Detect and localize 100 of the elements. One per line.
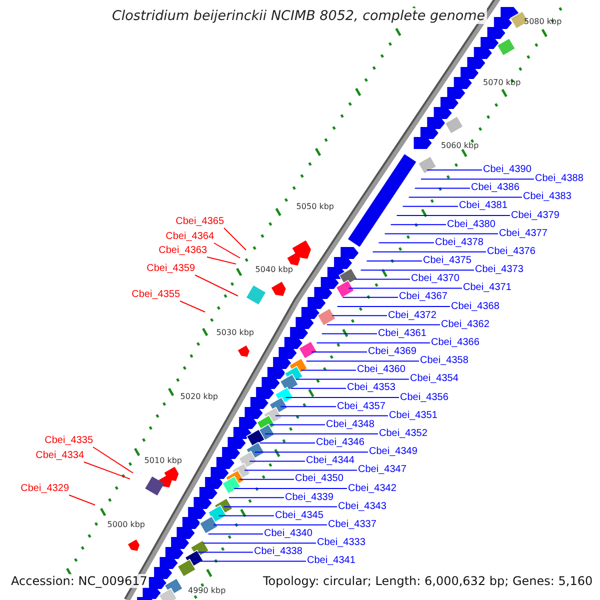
leader-line [300, 370, 356, 371]
leader-line [360, 270, 474, 271]
gene-label: Cbei_4359 [146, 263, 195, 275]
gene-label: Cbei_4377 [499, 228, 548, 240]
gene-label: Cbei_4342 [348, 482, 396, 494]
gene-label: Cbei_4329 [20, 483, 69, 495]
scale-label: 5050 kbp [296, 202, 334, 211]
leader-line [296, 378, 410, 380]
gene-label: Cbei_4335 [44, 435, 93, 447]
gene-label: Cbei_4353 [347, 382, 396, 394]
leader-line [238, 478, 294, 480]
gene-label: Cbei_4365 [176, 216, 224, 228]
gene-label: Cbei_4333 [317, 537, 366, 550]
gene-label: Cbei_4371 [463, 282, 512, 294]
leader-line [92, 446, 134, 474]
gene-label: Cbei_4379 [511, 210, 560, 222]
leader-line [414, 188, 470, 189]
gene-label: Cbei_4349 [369, 446, 418, 458]
leader-line [223, 506, 338, 508]
leader-line [218, 515, 274, 516]
leader-line [192, 560, 306, 562]
leader-line [321, 333, 378, 334]
leader-line [316, 342, 430, 344]
gene-label: Cbei_4390 [483, 164, 532, 176]
gene-label: Cbei_4348 [326, 418, 374, 431]
gene-label: Cbei_4339 [285, 492, 334, 504]
leader-line [285, 397, 400, 398]
leader-line [348, 288, 462, 289]
leader-line [408, 196, 522, 198]
scale-label: 5060 kbp [441, 141, 479, 150]
leader-line [213, 524, 328, 526]
gene-label: Cbei_4368 [451, 300, 500, 312]
gene-label: Cbei_4343 [338, 500, 386, 513]
scale-label: 5000 kbp [107, 520, 145, 529]
gene-label: Cbei_4356 [400, 392, 448, 404]
leader-line [228, 497, 284, 498]
gene-label: Cbei_4358 [420, 355, 468, 368]
leader-line [290, 388, 346, 389]
leader-line [354, 278, 410, 280]
scale-label: 4990 kbp [188, 586, 226, 595]
leader-line [206, 256, 236, 264]
footer-text: Topology: circular; Length: 6,000,632 bp; Genes: 5,160 [261, 574, 595, 588]
gene-label: Cbei_4375 [423, 255, 472, 267]
leader-line [378, 242, 434, 244]
gene-label: Cbei_4373 [475, 264, 524, 276]
leader-line [254, 452, 368, 453]
gene-label: Cbei_4340 [264, 528, 312, 540]
gene-label: Cbei_4366 [431, 336, 480, 349]
leader-line [332, 315, 388, 316]
title: Clostridium beijerinckii NCIMB 8052, complete genome [110, 8, 488, 24]
gene-label: Cbei_4363 [158, 245, 207, 257]
scale-label: 5010 kbp [144, 456, 182, 465]
leader-line [270, 424, 326, 426]
leader-line [366, 260, 422, 262]
gene-label: Cbei_4347 [358, 464, 406, 476]
leader-line [249, 460, 306, 462]
leader-line [264, 433, 378, 434]
leader-line [259, 442, 316, 444]
gene-label: Cbei_4354 [410, 373, 458, 386]
leader-line [306, 360, 420, 362]
leader-line [402, 206, 458, 207]
leader-line [336, 306, 450, 307]
gene-label: Cbei_4337 [328, 518, 376, 531]
leader-line [326, 324, 440, 326]
gene-label: Cbei_4350 [295, 473, 344, 486]
gene-label: Cbei_4372 [388, 310, 436, 322]
gene-label: Cbei_4355 [132, 289, 180, 301]
leader-line [342, 296, 398, 298]
gene-label: Cbei_4346 [316, 437, 364, 449]
leader-line [280, 406, 336, 408]
gene-label: Cbei_4367 [399, 291, 448, 304]
leader-line [372, 251, 486, 252]
scale-label: 5070 kbp [483, 78, 521, 87]
gene-label: Cbei_4376 [487, 246, 536, 258]
leader-line [396, 215, 510, 216]
scale-label: 5040 kbp [255, 265, 293, 274]
gene-label: Cbei_4362 [441, 318, 490, 331]
gene-label: Cbei_4341 [307, 555, 356, 568]
leader-line [384, 233, 498, 234]
leader-line [84, 462, 130, 480]
gene-label: Cbei_4357 [337, 400, 386, 413]
leader-line [244, 470, 358, 471]
scale-label: 5020 kbp [180, 392, 218, 401]
leader-line [390, 224, 446, 226]
leader-line [194, 274, 238, 296]
gene-label: Cbei_4334 [36, 450, 84, 462]
leader-line [274, 415, 388, 416]
gene-label: Cbei_4361 [378, 328, 426, 340]
footer-text: Accession: NC_009617 [9, 574, 150, 588]
gene-label: Cbei_4338 [254, 546, 302, 558]
gene-label: Cbei_4351 [389, 410, 438, 422]
gene-label: Cbei_4352 [379, 428, 428, 440]
leader-line [198, 552, 254, 553]
gene-label: Cbei_4344 [306, 455, 354, 468]
gene-label: Cbei_4378 [435, 236, 484, 249]
leader-line [68, 494, 96, 506]
scale-label: 5030 kbp [216, 328, 254, 337]
gene-label: Cbei_4360 [357, 364, 406, 376]
scale-label: 5080 kbp [524, 17, 562, 26]
gene-label: Cbei_4345 [275, 510, 324, 522]
